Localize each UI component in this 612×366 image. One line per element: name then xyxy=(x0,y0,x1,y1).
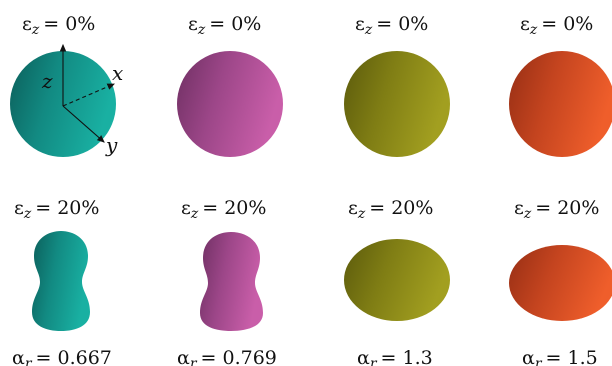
top-label-1: εz= 0% xyxy=(22,13,95,38)
z-axis-label: z xyxy=(41,69,53,93)
y-axis-label: y xyxy=(105,133,118,157)
top-row-spheres xyxy=(10,51,612,157)
bottom-row-labels: αr= 0.667 αr= 0.769 αr= 1.3 αr= 1.5 xyxy=(12,347,598,366)
mid-row-labels: εz= 20% εz= 20% εz= 20% εz= 20% xyxy=(14,197,599,222)
top-row-labels: εz= 0% εz= 0% εz= 0% εz= 0% xyxy=(22,13,593,38)
top-label-3: εz= 0% xyxy=(355,13,428,38)
top-label-4: εz= 0% xyxy=(520,13,593,38)
alpha-label-1: αr= 0.667 xyxy=(12,347,112,366)
alpha-label-2: αr= 0.769 xyxy=(177,347,277,366)
x-axis xyxy=(62,83,116,107)
orange-sphere xyxy=(509,51,612,157)
alpha-label-3: αr= 1.3 xyxy=(357,347,433,366)
mid-label-4: εz= 20% xyxy=(514,197,599,222)
magenta-peanut xyxy=(200,232,263,331)
teal-peanut xyxy=(32,231,90,331)
orange-oblate xyxy=(509,245,612,321)
magenta-sphere xyxy=(177,51,283,157)
mid-label-1: εz= 20% xyxy=(14,197,99,222)
olive-oblate xyxy=(344,239,450,321)
mid-label-2: εz= 20% xyxy=(181,197,266,222)
y-axis xyxy=(62,105,105,143)
mid-row-shapes xyxy=(32,231,612,331)
mid-label-3: εz= 20% xyxy=(348,197,433,222)
coordinate-axes xyxy=(59,43,116,143)
olive-sphere xyxy=(344,51,450,157)
x-axis-label: x xyxy=(112,61,123,85)
alpha-label-4: αr= 1.5 xyxy=(522,347,598,366)
top-label-2: εz= 0% xyxy=(188,13,261,38)
